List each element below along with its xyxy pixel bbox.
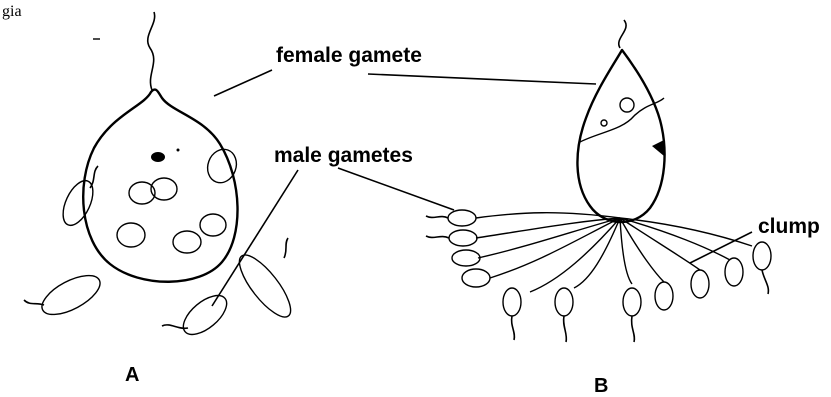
panel-a-attached-male-gametes (57, 145, 241, 253)
trailing-flagellum (632, 316, 635, 342)
panel-a-female-nucleus (151, 152, 165, 162)
label-female-gamete: female gamete (276, 44, 422, 67)
panel-b (426, 20, 771, 342)
clump-male-gamete (655, 282, 673, 310)
converging-flagellum (490, 218, 620, 278)
panel-b-male-gamete-clump (426, 210, 771, 342)
clump-male-gamete (623, 288, 641, 316)
clump-male-gamete (691, 270, 709, 298)
trailing-flagellum (564, 316, 567, 342)
male-gamete-flagellum (90, 166, 98, 188)
trailing-flagellum (426, 216, 448, 218)
attached-male-gamete (117, 223, 145, 247)
panel-b-vacuole (620, 98, 634, 112)
leader-male-gametes-b (338, 168, 454, 210)
corner-text-fragment: gia (2, 3, 22, 20)
attached-male-gamete (173, 231, 201, 253)
panel-b-female-flagellum (619, 20, 626, 48)
panel-a (24, 12, 299, 342)
trailing-flagellum (512, 316, 515, 340)
panel-b-female-gamete (577, 50, 664, 222)
panel-a-speck (177, 149, 180, 152)
converging-flagellum (476, 218, 620, 238)
leader-female-gamete-a (214, 70, 272, 96)
male-gamete-flagellum (24, 300, 44, 305)
label-clump: clump (758, 215, 820, 238)
panel-a-female-flagellum (148, 12, 155, 90)
trailing-flagellum (762, 270, 768, 294)
panel-a-free-male-gametes (24, 238, 299, 342)
converging-flagellum (478, 218, 620, 258)
attached-male-gamete (200, 214, 226, 236)
clump-male-gamete (725, 258, 743, 286)
converging-flagellum (574, 218, 620, 288)
clump-male-gamete (462, 269, 490, 287)
converging-flagellum (620, 218, 700, 270)
panel-label-b: B (594, 375, 608, 397)
panel-b-vacuole (601, 120, 607, 126)
clump-male-gamete (452, 250, 480, 266)
clump-male-gamete (555, 288, 573, 316)
clump-male-gamete (753, 242, 771, 270)
free-male-gamete (36, 268, 106, 323)
clump-male-gamete (448, 210, 476, 226)
clump-male-gamete (449, 230, 477, 246)
panel-b-eyespot (652, 140, 664, 156)
label-male-gametes: male gametes (274, 144, 413, 167)
male-gamete-flagellum (284, 238, 288, 258)
panel-a-female-gamete (83, 90, 237, 282)
leader-female-gamete-b (368, 74, 596, 84)
leader-male-gametes-a (212, 170, 298, 306)
trailing-flagellum (426, 236, 449, 238)
panel-label-a: A (125, 364, 139, 386)
free-male-gamete (177, 288, 234, 341)
clump-male-gamete (503, 288, 521, 316)
converging-flagellum (530, 218, 620, 292)
